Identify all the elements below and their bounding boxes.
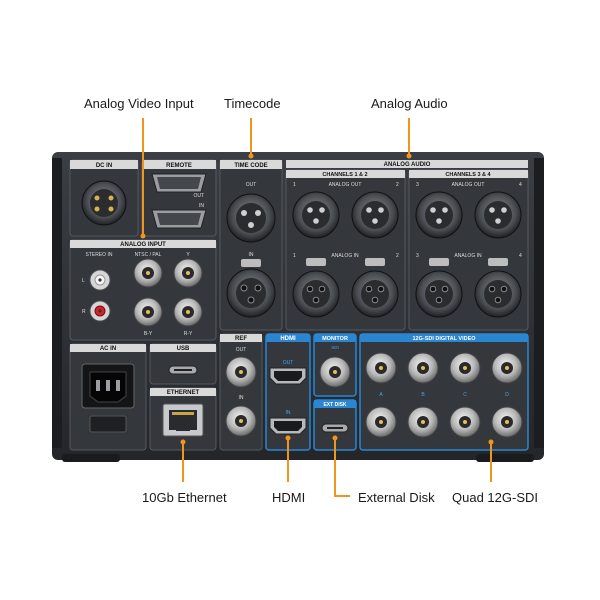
channels-1-2-section: CHANNELS 1 & 2 ANALOG OUT 1 2 ANALOG IN … bbox=[285, 169, 406, 331]
callout-analog-video-input: Analog Video Input bbox=[84, 96, 194, 111]
leader-dots bbox=[140, 153, 494, 445]
remote-out-label: OUT bbox=[193, 193, 204, 199]
ch12-in-2: 2 bbox=[396, 253, 399, 259]
ch12-out-1: 1 bbox=[293, 182, 296, 188]
hdmi-out-label: OUT bbox=[283, 360, 294, 366]
sdi-d-label: D bbox=[505, 392, 509, 398]
analog-input-label: ANALOG INPUT bbox=[120, 242, 166, 248]
ac-in-section: AC IN bbox=[69, 343, 147, 451]
leader-lines bbox=[142, 118, 492, 497]
channels-3-4-label: CHANNELS 3 & 4 bbox=[445, 172, 491, 178]
channels-3-4-section: CHANNELS 3 & 4 ANALOG OUT 3 4 ANALOG IN … bbox=[408, 169, 529, 331]
ch12-out-2: 2 bbox=[396, 182, 399, 188]
chassis-ear-left bbox=[52, 158, 62, 448]
ext-disk-section: EXT DISK bbox=[313, 399, 357, 451]
remote-label: REMOTE bbox=[166, 163, 192, 169]
chassis-ear-right bbox=[534, 158, 544, 448]
ref-label: REF bbox=[235, 336, 247, 342]
ref-out-label: OUT bbox=[236, 347, 247, 353]
sdi-out-row bbox=[365, 352, 523, 384]
callout-10gb-ethernet: 10Gb Ethernet bbox=[142, 490, 227, 505]
sdi-section: 12G-SDI DIGITAL VIDEO A B C D bbox=[359, 333, 529, 451]
leader-external-disk bbox=[334, 440, 350, 497]
monitor-section: MONITOR SDI bbox=[313, 333, 357, 397]
timecode-out-label: OUT bbox=[246, 182, 257, 188]
usb-label: USB bbox=[177, 346, 190, 352]
ethernet-label: ETHERNET bbox=[167, 390, 200, 396]
foot-right bbox=[476, 454, 534, 462]
dc-in-label: DC IN bbox=[96, 163, 112, 169]
callout-hdmi: HDMI bbox=[272, 490, 306, 505]
r-label: R bbox=[82, 309, 86, 315]
channels-1-2-label: CHANNELS 1 & 2 bbox=[322, 172, 367, 178]
ch34-out-4: 4 bbox=[519, 182, 522, 188]
ethernet-section: ETHERNET bbox=[149, 387, 217, 451]
monitor-label: MONITOR bbox=[322, 336, 348, 342]
monitor-sdi-label: SDI bbox=[331, 345, 339, 350]
remote-in-label: IN bbox=[199, 203, 204, 209]
ch12-analog-in-label: ANALOG IN bbox=[331, 253, 359, 259]
callout-quad-12g-sdi: Quad 12G-SDI bbox=[452, 490, 538, 505]
stereo-in-label: STEREO IN bbox=[86, 252, 113, 258]
hdmi-in-label: IN bbox=[286, 410, 291, 416]
y-label: Y bbox=[186, 252, 190, 258]
ch34-out-3: 3 bbox=[416, 182, 419, 188]
timecode-in-label: IN bbox=[249, 252, 254, 258]
hdmi-label: HDMI bbox=[280, 336, 296, 342]
ch34-analog-out-label: ANALOG OUT bbox=[452, 182, 485, 188]
ch12-in-1: 1 bbox=[293, 253, 296, 259]
l-label: L bbox=[82, 278, 85, 284]
ch34-in-3: 3 bbox=[416, 253, 419, 259]
usb-section: USB bbox=[149, 343, 217, 385]
ch34-analog-in-label: ANALOG IN bbox=[454, 253, 482, 259]
ch12-analog-out-label: ANALOG OUT bbox=[329, 182, 362, 188]
ac-in-label: AC IN bbox=[100, 346, 116, 352]
analog-input-section: ANALOG INPUT STEREO IN NTSC / PAL Y L R … bbox=[69, 239, 217, 341]
ref-section: REF OUT IN bbox=[219, 333, 263, 451]
ntsc-pal-label: NTSC / PAL bbox=[135, 252, 162, 258]
ch34-in-4: 4 bbox=[519, 253, 522, 259]
callout-analog-audio: Analog Audio bbox=[371, 96, 448, 111]
timecode-section: TIME CODE OUT IN bbox=[219, 159, 283, 331]
sdi-a-label: A bbox=[379, 392, 383, 398]
sdi-b-label: B bbox=[421, 392, 425, 398]
remote-section: REMOTE OUT IN bbox=[141, 159, 217, 237]
sdi-c-label: C bbox=[463, 392, 467, 398]
callout-timecode: Timecode bbox=[224, 96, 281, 111]
foot-left bbox=[62, 454, 120, 462]
dc-in-section: DC IN bbox=[69, 159, 139, 237]
sdi-in-row bbox=[365, 406, 523, 438]
b-y-label: B-Y bbox=[144, 331, 153, 337]
callout-external-disk: External Disk bbox=[358, 490, 435, 505]
hdmi-section: HDMI OUT IN bbox=[265, 333, 311, 451]
analog-audio-label: ANALOG AUDIO bbox=[384, 162, 431, 168]
sdi-video-label: 12G-SDI DIGITAL VIDEO bbox=[412, 336, 476, 342]
ref-in-label: IN bbox=[239, 395, 244, 401]
ext-disk-label: EXT DISK bbox=[323, 402, 346, 408]
r-y-label: R-Y bbox=[184, 331, 193, 337]
timecode-label: TIME CODE bbox=[234, 163, 267, 169]
